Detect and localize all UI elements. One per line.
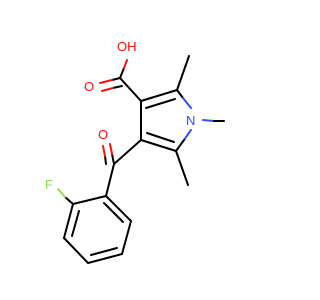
molecule-diagram: OH O O N F <box>45 39 225 264</box>
bond-ar1-ar2 <box>72 195 107 205</box>
bond-ar2-ar3-double <box>71 210 80 237</box>
bond-carboxyl-o-double-o <box>101 87 114 92</box>
carboxylic-acid-group <box>99 59 142 102</box>
bond-c3-carboxyl <box>119 77 142 102</box>
carboxyl-oxygen-label: O <box>84 79 94 94</box>
bond-ar6-ar1 <box>105 195 132 222</box>
bond-ar3-ar4 <box>63 237 89 264</box>
bond-ar2-ar3 <box>63 203 74 239</box>
fluorophenyl-ring <box>57 188 132 264</box>
fluorine-label: F <box>45 177 53 192</box>
bond-ar4-ar5-double <box>90 247 118 256</box>
bond-c2-n1-n <box>182 97 192 109</box>
bond-c5-c4-double <box>146 132 175 143</box>
bond-ar2-f-f <box>57 188 66 198</box>
bond-carboxyl-o-o <box>99 79 113 84</box>
bond-c3-c2 <box>140 89 178 102</box>
bond-c2-n1 <box>176 89 184 99</box>
bond-c5-methyl <box>175 150 189 186</box>
bond-n1-c5-n <box>183 129 192 141</box>
bond-ar2-f <box>64 196 74 205</box>
ketone-oxygen-label: O <box>98 127 108 142</box>
bond-c2-methyl <box>176 55 190 91</box>
bond-carboxyl-o <box>111 77 121 81</box>
bond-carbonyl-o-double <box>104 155 107 165</box>
methyl-groups <box>175 55 225 186</box>
bond-carbonyl-o <box>111 153 115 165</box>
bond-ar5-ar6 <box>121 220 132 255</box>
bond-c5-c4 <box>140 139 177 152</box>
bond-carbonyl-aryl <box>105 163 115 197</box>
bond-c4-carbonyl <box>113 139 142 165</box>
bond-carbonyl-o-double-o <box>102 145 106 157</box>
bond-ar4-ar5 <box>87 253 123 264</box>
bond-n1-c5 <box>175 139 185 152</box>
bond-carboxyl-o-double <box>112 85 123 89</box>
bond-carbonyl-o-o <box>109 143 113 155</box>
nitrogen-label: N <box>186 113 195 128</box>
bond-carboxyl-oh <box>119 67 125 79</box>
hydroxyl-label: OH <box>117 39 137 54</box>
pyrrole-ring <box>140 89 192 152</box>
bond-ar6-ar1-double <box>103 202 124 223</box>
bond-n1-methyl-n <box>202 119 215 122</box>
bond-carboxyl-oh-o <box>123 59 128 69</box>
ketone-group <box>102 139 142 197</box>
bond-c3-c2-double <box>145 98 176 109</box>
